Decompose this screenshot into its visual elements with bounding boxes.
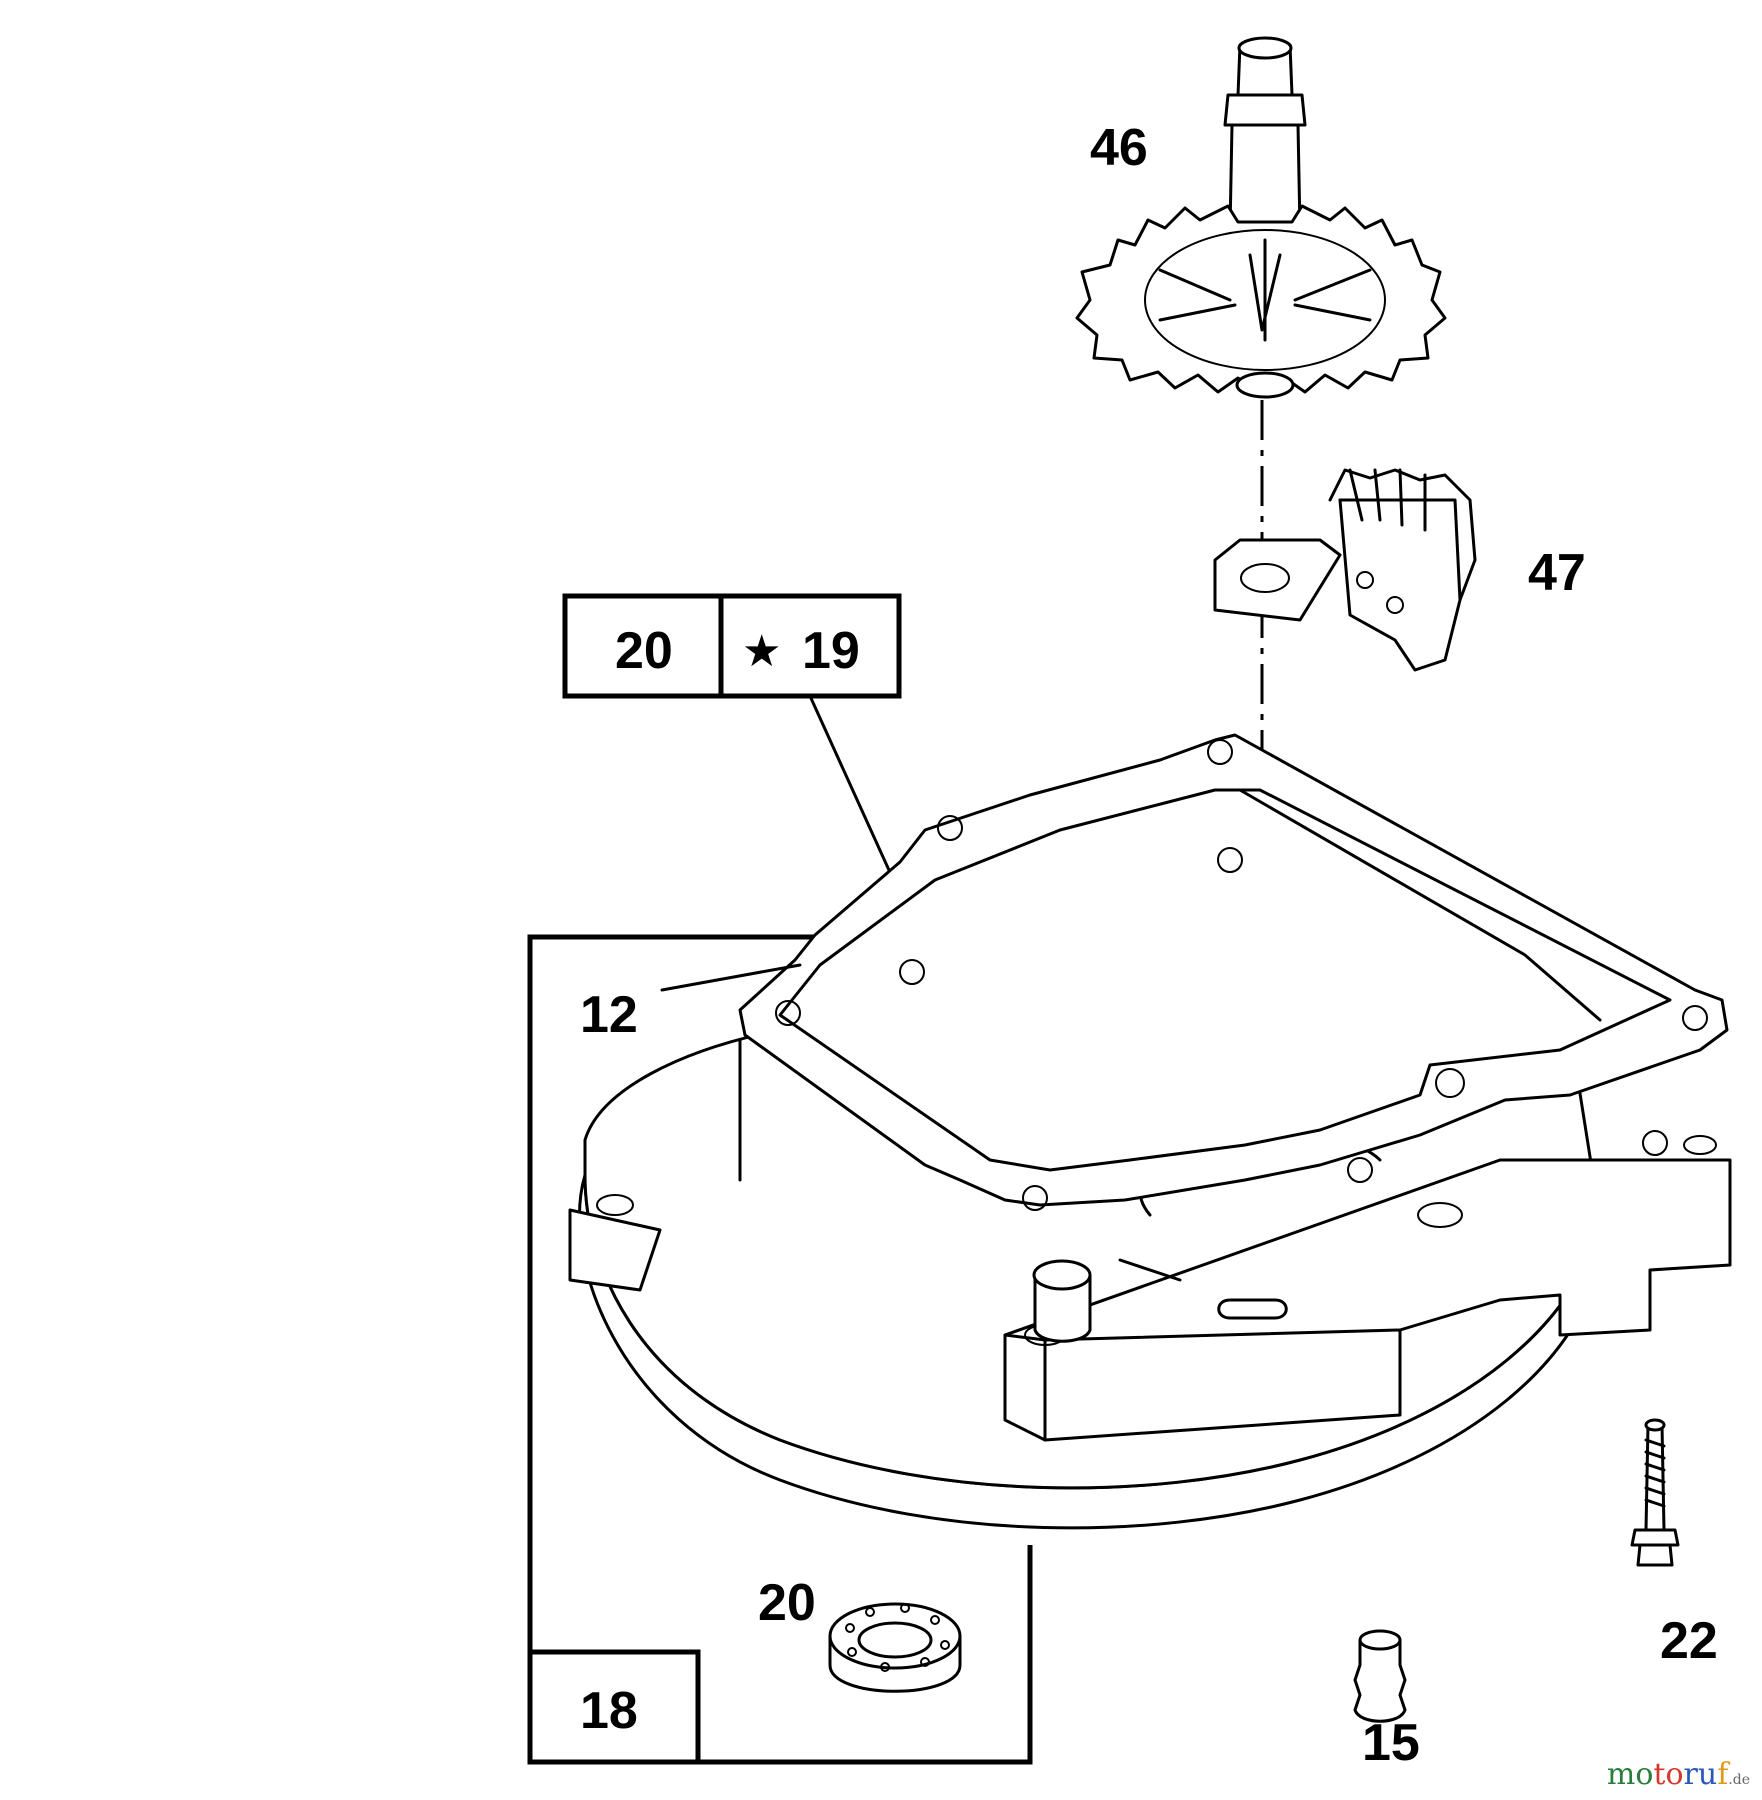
bolt-part-22 [1630,1418,1680,1567]
brand-watermark: motoruf.de [1607,1757,1750,1792]
label-part-18: 18 [580,1682,638,1740]
watermark-letters-1: mo [1606,1757,1654,1792]
governor-gear-part-46 [1075,36,1447,399]
callout-label-19: 19 [802,622,860,680]
watermark-letters-2: to [1653,1757,1684,1792]
label-part-46: 46 [1090,119,1148,177]
label-part-20-seal: 20 [758,1574,816,1632]
leader-line-12 [660,963,802,992]
gasket-part-12 [738,733,1729,1211]
callout-label-20: 20 [615,622,673,680]
plug-part-15 [1353,1629,1407,1723]
watermark-tld: .de [1728,1772,1750,1788]
watermark-letters-4: f [1717,1757,1729,1792]
oil-seal-part-20 [828,1602,962,1693]
watermark-letters-3: ru [1683,1757,1718,1792]
label-part-12: 12 [580,986,638,1044]
governor-bracket-part-47 [1213,468,1477,672]
star-symbol: ★ [742,626,781,677]
label-part-15: 15 [1362,1714,1420,1772]
label-part-47: 47 [1528,544,1586,602]
label-part-22: 22 [1660,1612,1718,1670]
kit-box-18 [527,1649,701,1765]
